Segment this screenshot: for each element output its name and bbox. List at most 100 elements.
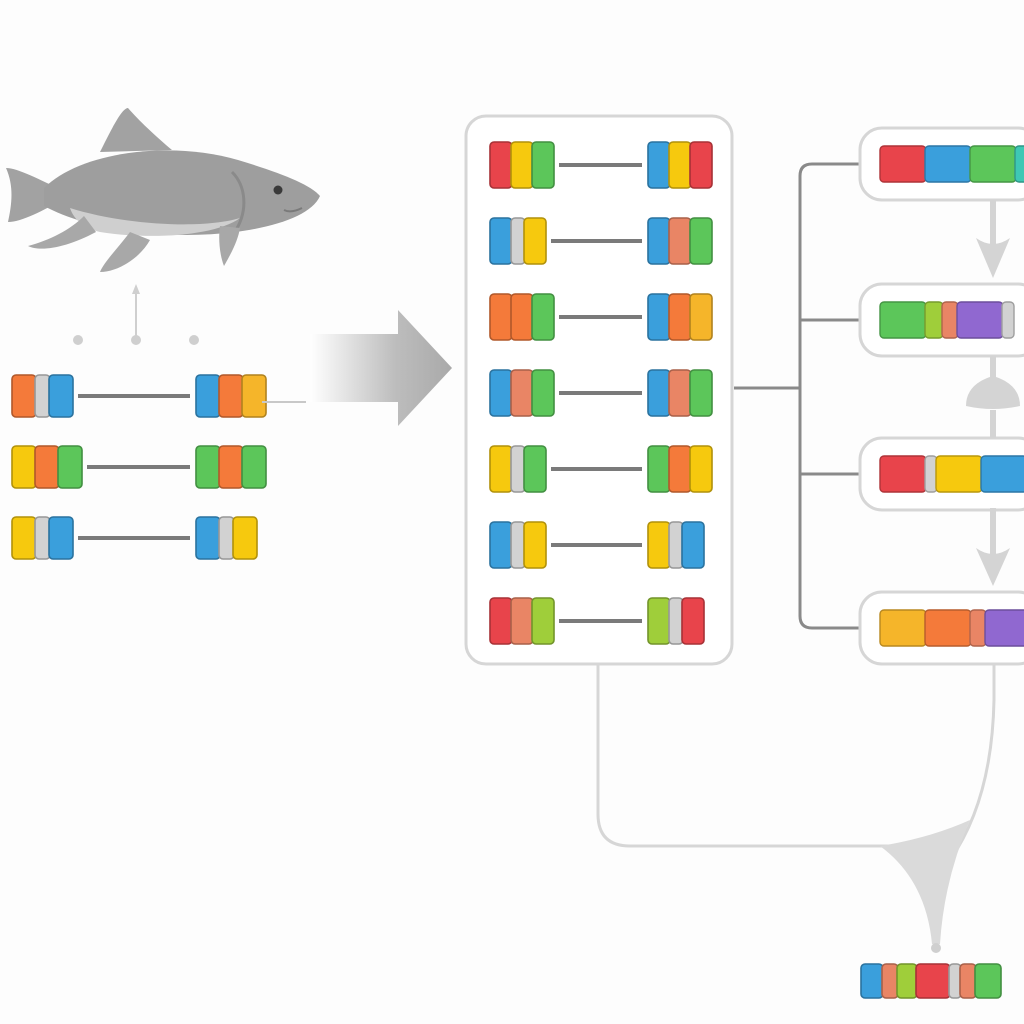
- collection-pair: [489, 217, 713, 265]
- gene-segment-blue: [489, 521, 513, 569]
- assembly-flow-arrows: [966, 200, 1020, 586]
- extraction-connector: [73, 284, 199, 345]
- gene-left: [489, 141, 555, 189]
- assembly-segment-green: [879, 301, 927, 339]
- final-segment-green: [974, 963, 1002, 999]
- gene-segment-green: [689, 369, 713, 417]
- gene-right: [195, 374, 267, 418]
- gene-segment-red: [489, 141, 513, 189]
- assembly-segment-salmon: [941, 301, 959, 339]
- gene-segment-blue: [48, 516, 74, 560]
- assembly-segment-teal: [1014, 145, 1024, 183]
- assembly-segment-purple: [984, 609, 1024, 647]
- gene-segment-amber: [241, 374, 267, 418]
- gene-segment-lime: [647, 597, 671, 645]
- gene-left: [489, 445, 547, 493]
- gene-segment-green: [531, 369, 555, 417]
- assembly-segment-red: [879, 455, 927, 493]
- gene-segment-yellow: [668, 141, 692, 189]
- gene-segment-yellow: [523, 217, 547, 265]
- gene-segment-salmon: [510, 369, 534, 417]
- gene-right: [195, 445, 267, 489]
- collection-pair: [489, 293, 713, 341]
- assembly-row: [858, 590, 1024, 666]
- gene-segment-blue: [489, 369, 513, 417]
- gene-segment-green: [689, 217, 713, 265]
- collection-pair: [489, 521, 705, 569]
- assembly-segment-lime: [924, 301, 944, 339]
- gene-left: [489, 293, 555, 341]
- assembly-segment-grey: [924, 455, 938, 493]
- gene-segment-orange: [218, 445, 244, 489]
- assembly-segment-yellow: [935, 455, 983, 493]
- gene-segment-yellow: [11, 445, 37, 489]
- gene-segment-yellow: [510, 141, 534, 189]
- assembly-segment-purple: [956, 301, 1004, 339]
- gene-left: [489, 521, 547, 569]
- gene-right: [647, 217, 713, 265]
- gene-left: [11, 374, 74, 418]
- assembly-segment-orange: [924, 609, 972, 647]
- collection-pair: [489, 141, 713, 189]
- gene-right: [647, 521, 705, 569]
- gene-left: [489, 369, 555, 417]
- gene-segment-green: [647, 445, 671, 493]
- gene-segment-grey: [668, 521, 684, 569]
- gene-left: [489, 217, 547, 265]
- gene-left: [489, 597, 555, 645]
- assembly-rows: [858, 126, 1024, 666]
- assembly-row: [858, 126, 1024, 202]
- gene-segment-blue: [489, 217, 513, 265]
- gene-segment-yellow: [647, 521, 671, 569]
- assembly-segment-red: [879, 145, 927, 183]
- gene-segment-green: [531, 293, 555, 341]
- gene-segment-grey: [34, 374, 51, 418]
- gene-segment-yellow: [689, 445, 713, 493]
- gene-segment-amber: [689, 293, 713, 341]
- gene-segment-red: [689, 141, 713, 189]
- gene-segment-blue: [48, 374, 74, 418]
- gene-segment-yellow: [523, 521, 547, 569]
- collection-gene-pairs: [489, 141, 713, 645]
- gene-segment-red: [489, 597, 513, 645]
- assembly-segment-blue: [980, 455, 1024, 493]
- gene-segment-orange: [668, 445, 692, 493]
- gene-left: [11, 445, 83, 489]
- source-gene-pairs: [11, 374, 267, 560]
- gene-segment-yellow: [489, 445, 513, 493]
- gene-segment-yellow: [11, 516, 37, 560]
- gene-segment-green: [241, 445, 267, 489]
- source-pair: [11, 516, 258, 560]
- gene-right: [647, 445, 713, 493]
- final-construct: [860, 963, 1002, 999]
- gene-segment-salmon: [510, 597, 534, 645]
- assembly-segment-amber: [879, 609, 927, 647]
- gene-segment-red: [681, 597, 705, 645]
- gene-left: [11, 516, 74, 560]
- gene-segment-grey: [510, 445, 526, 493]
- gene-segment-orange: [218, 374, 244, 418]
- gene-segment-green: [57, 445, 83, 489]
- gene-right: [195, 516, 258, 560]
- source-pair: [11, 374, 267, 418]
- gene-segment-orange: [34, 445, 60, 489]
- gene-segment-blue: [647, 369, 671, 417]
- assembly-tree-connector: [734, 162, 860, 630]
- transfer-arrow-icon: [310, 310, 452, 426]
- final-segment-red: [915, 963, 951, 999]
- gene-segment-salmon: [668, 369, 692, 417]
- gene-segment-green: [523, 445, 547, 493]
- pipette-icon: [966, 376, 1020, 409]
- gene-segment-grey: [510, 217, 526, 265]
- gene-segment-grey: [218, 516, 235, 560]
- assembly-segment-grey: [1001, 301, 1015, 339]
- gene-segment-blue: [195, 516, 221, 560]
- gene-segment-grey: [510, 521, 526, 569]
- gene-segment-salmon: [668, 217, 692, 265]
- gene-segment-green: [531, 141, 555, 189]
- collection-pair: [489, 597, 705, 645]
- gene-segment-blue: [681, 521, 705, 569]
- source-pair: [11, 445, 267, 489]
- collection-pair: [489, 445, 713, 493]
